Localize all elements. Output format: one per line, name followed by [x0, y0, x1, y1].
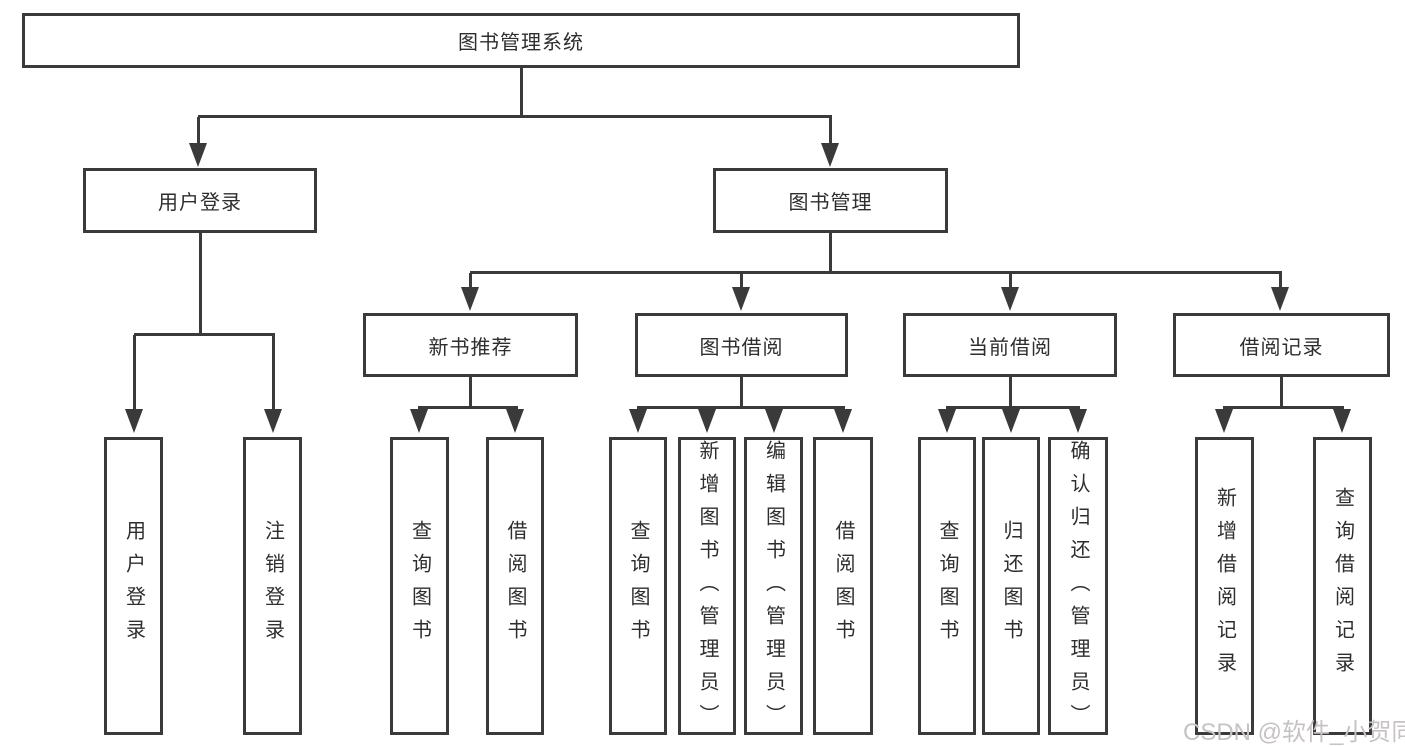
arrow-down-icon — [938, 409, 956, 433]
node-book-management: 图书管理 — [713, 168, 948, 233]
node-library-management-system: 图书管理系统 — [22, 13, 1020, 68]
arrow-down-icon — [1069, 409, 1087, 433]
connector-line — [1279, 273, 1282, 289]
connector-line — [272, 335, 275, 412]
node-label: 图书管理 — [788, 192, 873, 214]
arrow-down-icon — [629, 409, 647, 433]
arrow-down-icon — [125, 409, 143, 433]
connector-line — [1223, 406, 1344, 409]
connector-line — [197, 117, 200, 147]
node-label: 新增图书（管理员） — [696, 440, 718, 737]
leaf-query-borrow-record: 查询借阅记录 — [1313, 437, 1372, 735]
connector-line — [198, 115, 832, 118]
leaf-confirm-return-admin: 确认归还（管理员） — [1048, 437, 1108, 737]
node-label: 借阅记录 — [1239, 336, 1324, 359]
arrow-down-icon — [1002, 409, 1020, 433]
node-label: 查询图书 — [408, 520, 431, 652]
node-label: 图书管理系统 — [458, 32, 584, 54]
node-label: 借阅图书 — [504, 520, 526, 652]
node-label: 当前借阅 — [968, 336, 1052, 359]
node-label: 用户登录 — [122, 520, 145, 652]
connector-line — [1280, 377, 1283, 408]
node-book-borrow: 图书借阅 — [635, 313, 848, 377]
connector-line — [1009, 377, 1012, 408]
connector-line — [740, 377, 743, 408]
node-label: 新书推荐 — [428, 336, 513, 359]
node-label: 用户登录 — [158, 192, 242, 214]
node-label: 查询图书 — [627, 520, 649, 652]
arrow-down-icon — [732, 287, 750, 311]
arrow-down-icon — [821, 143, 839, 167]
connector-line — [829, 233, 832, 274]
arrow-down-icon — [1001, 287, 1019, 311]
node-label: 借阅图书 — [832, 520, 854, 652]
leaf-edit-book-admin: 编辑图书（管理员） — [744, 437, 803, 737]
node-user-login: 用户登录 — [83, 168, 317, 233]
arrow-down-icon — [506, 409, 524, 433]
node-label: 注销登录 — [261, 520, 284, 652]
leaf-query-books-recommend: 查询图书 — [390, 437, 449, 735]
node-label: 归还图书 — [1000, 520, 1022, 652]
leaf-add-book-admin: 新增图书（管理员） — [678, 437, 736, 737]
connector-line — [134, 333, 275, 336]
arrow-down-icon — [1215, 409, 1233, 433]
arrow-down-icon — [189, 143, 207, 167]
connector-line — [133, 335, 136, 412]
arrow-down-icon — [1271, 287, 1289, 311]
leaf-borrow-books-recommend: 借阅图书 — [486, 437, 544, 735]
node-label: 新增借阅记录 — [1213, 487, 1236, 685]
leaf-query-books-borrow: 查询图书 — [609, 437, 667, 735]
leaf-user-login: 用户登录 — [104, 437, 163, 735]
arrow-down-icon — [410, 409, 428, 433]
leaf-add-borrow-record: 新增借阅记录 — [1195, 437, 1254, 735]
node-label: 确认归还（管理员） — [1067, 440, 1089, 737]
leaf-return-book: 归还图书 — [982, 437, 1040, 735]
leaf-logout: 注销登录 — [243, 437, 302, 735]
connector-line — [418, 406, 518, 409]
node-label: 查询图书 — [936, 520, 958, 652]
arrow-down-icon — [834, 409, 852, 433]
node-label: 编辑图书（管理员） — [762, 440, 785, 737]
connector-line — [520, 68, 523, 117]
arrow-down-icon — [1333, 409, 1351, 433]
leaf-borrow-books-borrow: 借阅图书 — [813, 437, 873, 735]
leaf-query-books-current: 查询图书 — [918, 437, 976, 735]
node-label: 图书借阅 — [699, 336, 784, 359]
arrow-down-icon — [461, 287, 479, 311]
node-borrow-records: 借阅记录 — [1173, 313, 1390, 377]
node-new-book-recommend: 新书推荐 — [363, 313, 578, 377]
node-current-borrow: 当前借阅 — [903, 313, 1117, 377]
connector-line — [946, 406, 1080, 409]
connector-line — [1009, 273, 1012, 289]
connector-line — [740, 273, 743, 289]
arrow-down-icon — [698, 409, 716, 433]
csdn-watermark: CSDN @软件_小贺同学 — [1183, 719, 1405, 746]
connector-line — [469, 273, 472, 289]
node-label: 查询借阅记录 — [1331, 487, 1354, 685]
connector-line — [637, 406, 845, 409]
connector-line — [470, 271, 1282, 274]
connector-line — [829, 117, 832, 147]
connector-line — [199, 233, 202, 336]
connector-line — [469, 377, 472, 408]
arrow-down-icon — [765, 409, 783, 433]
arrow-down-icon — [264, 409, 282, 433]
